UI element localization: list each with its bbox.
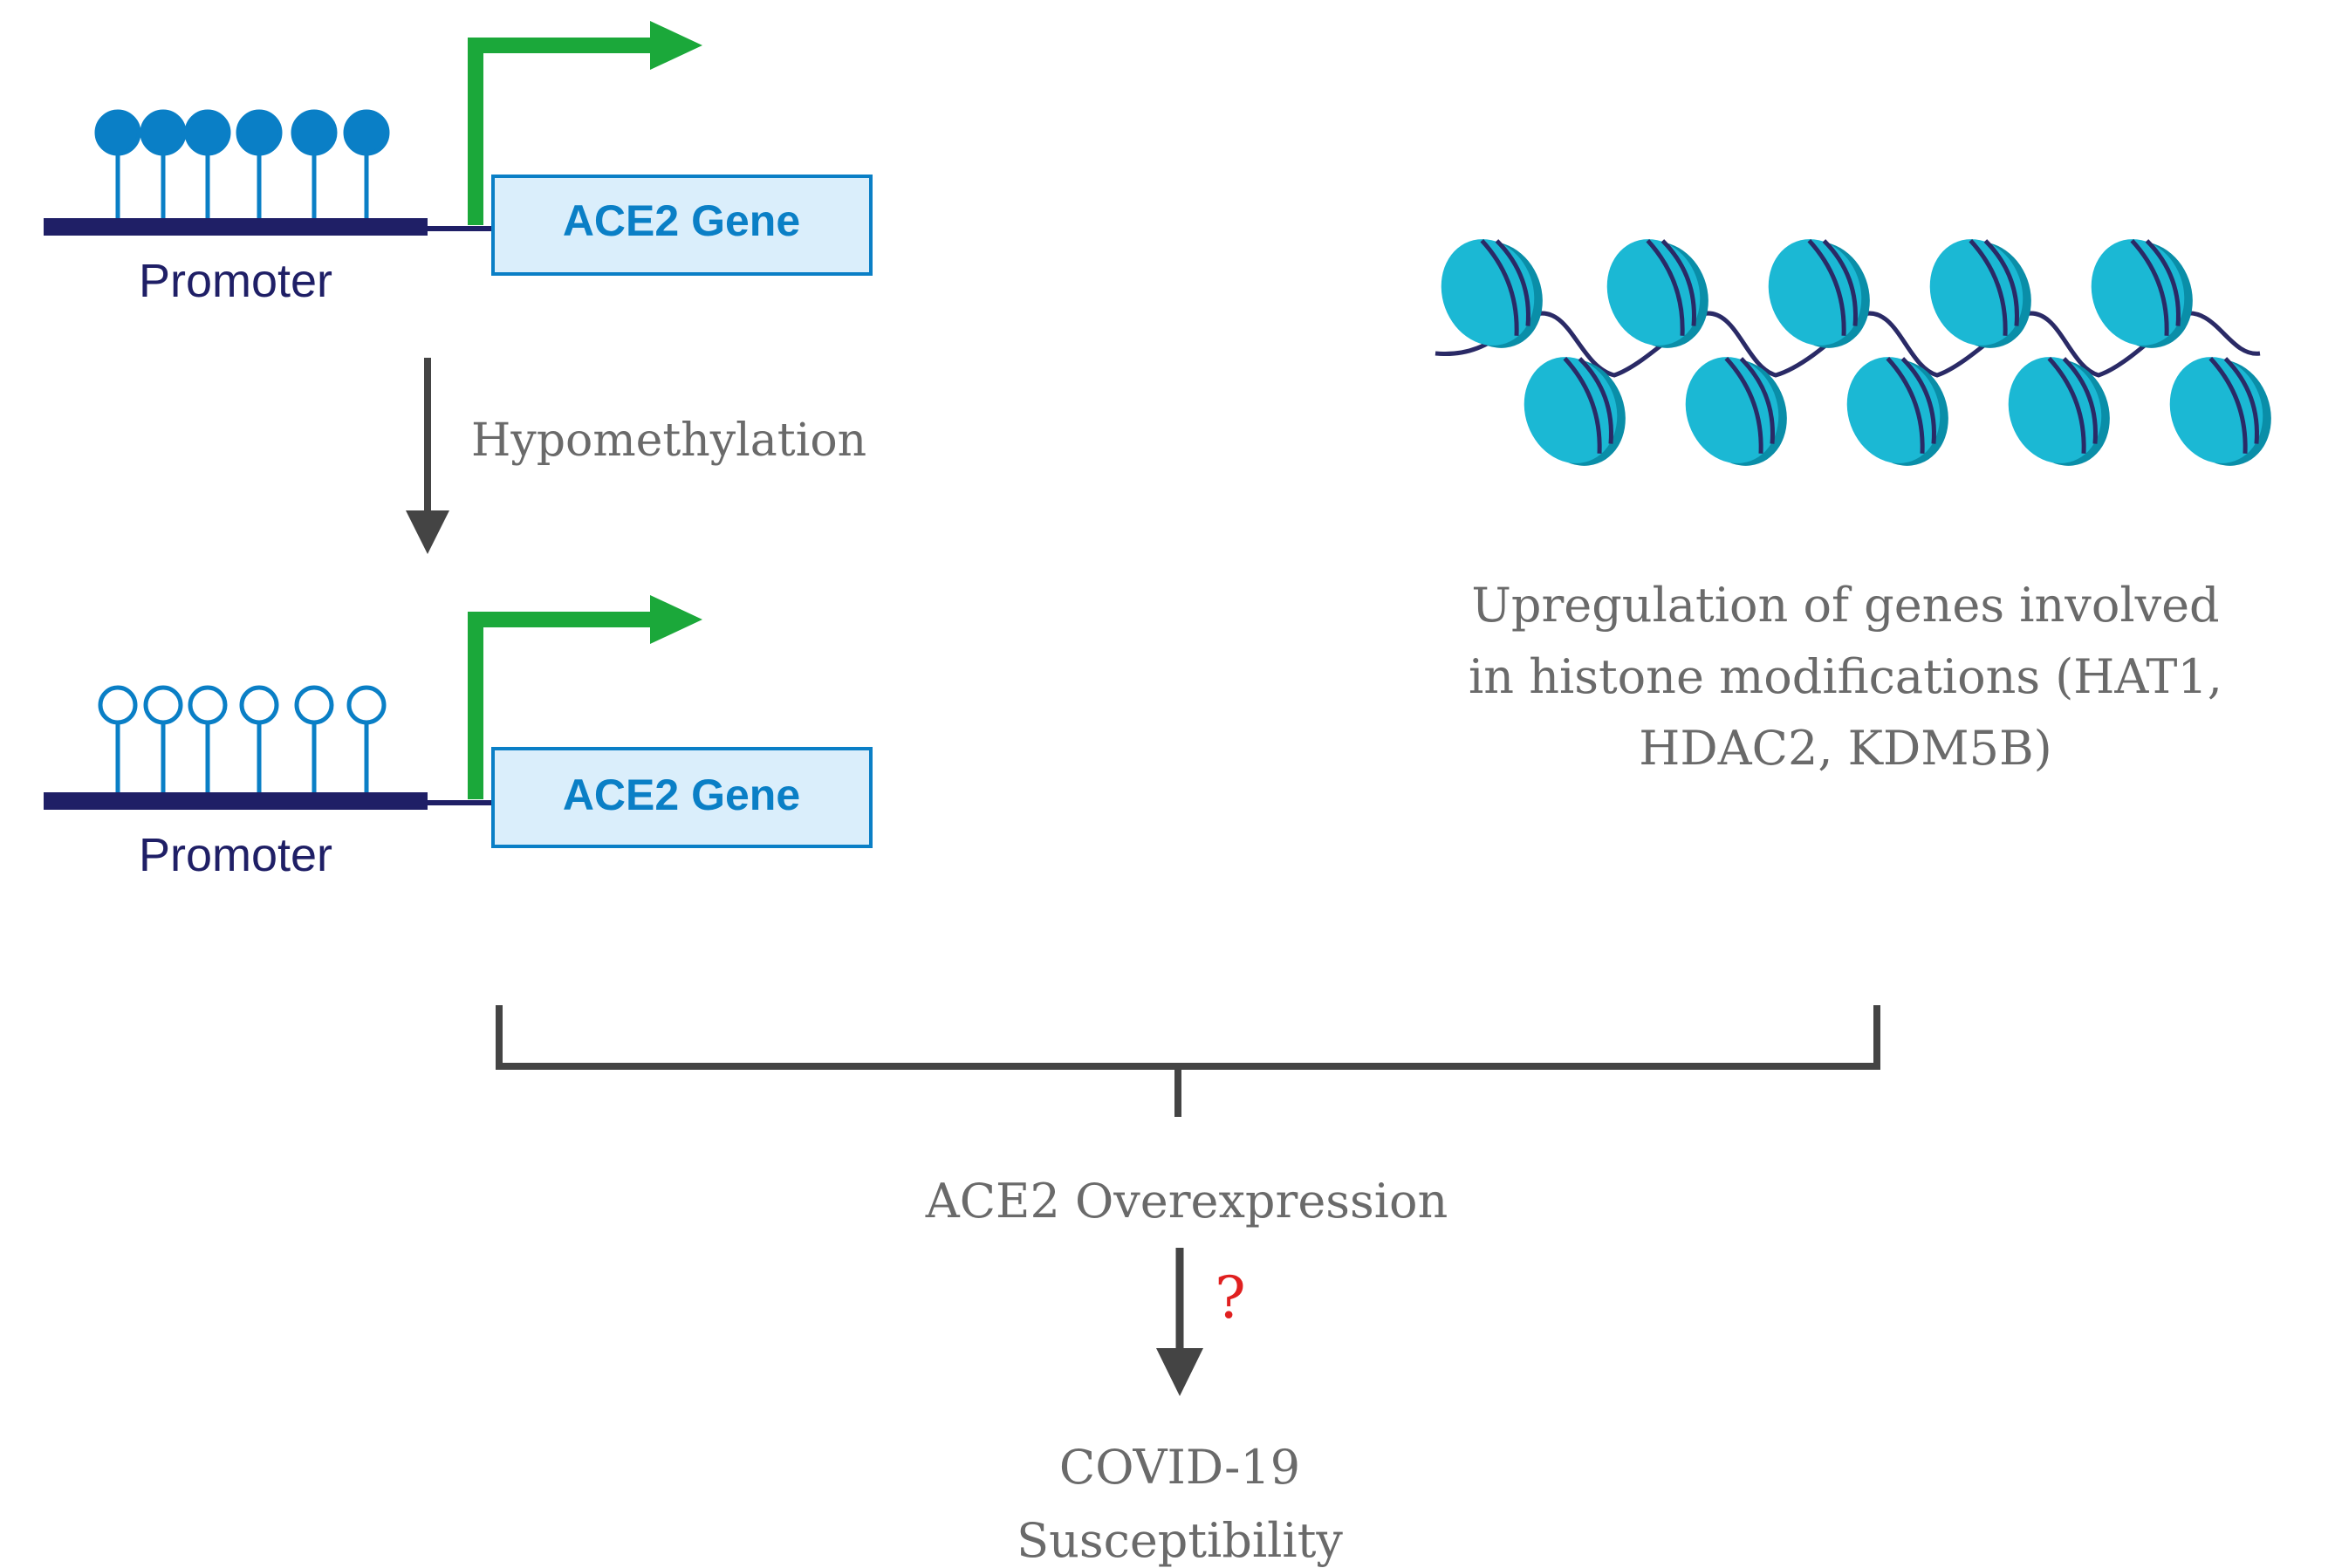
nucleosome xyxy=(1846,357,1948,466)
methylated-cpg-site-head xyxy=(94,109,141,156)
bottom-promoter-label: Promoter xyxy=(139,829,332,881)
nucleosome xyxy=(2091,239,2193,348)
susceptibility-arrowhead xyxy=(1156,1348,1203,1396)
methylated-cpg-site-head xyxy=(184,109,231,156)
covid-label-line-1: COVID-19 xyxy=(1059,1440,1300,1495)
susceptibility-arrow xyxy=(1156,1248,1203,1396)
nucleosome xyxy=(1685,357,1787,466)
hypomethylation-arrowhead xyxy=(406,510,449,554)
top-gene-construct: ACE2 Gene Promoter xyxy=(44,21,873,307)
uncertainty-question-mark: ? xyxy=(1215,1264,1245,1332)
unmethylated-cpg-site-head xyxy=(98,685,138,725)
nucleosome-chain xyxy=(1441,239,2271,466)
unmethylated-cpg-site-head xyxy=(143,685,183,725)
bottom-unmethylated-sites xyxy=(98,685,387,794)
merge-bracket xyxy=(496,1005,1880,1117)
nucleosome xyxy=(1606,239,1708,348)
covid-susceptibility-label: COVID-19 Susceptibility xyxy=(1017,1440,1343,1568)
unmethylated-cpg-site-head xyxy=(239,685,279,725)
methylated-cpg-site-head xyxy=(291,109,338,156)
top-methylation-sites xyxy=(94,109,390,220)
nucleosome xyxy=(2008,357,2110,466)
bottom-tss-arrow xyxy=(468,612,654,799)
unmethylated-cpg-site-head xyxy=(346,685,387,725)
histone-caption-line-2: in histone modifications (HAT1, xyxy=(1469,649,2222,704)
bottom-ace2-gene-label: ACE2 Gene xyxy=(563,770,800,819)
hypomethylation-transition: Hypomethylation xyxy=(406,358,866,554)
nucleosome xyxy=(1441,239,1543,348)
nucleosome xyxy=(2169,357,2271,466)
top-ace2-gene-label: ACE2 Gene xyxy=(563,196,800,245)
hypomethylation-label: Hypomethylation xyxy=(471,414,866,467)
nucleosome xyxy=(1524,357,1626,466)
unmethylated-cpg-site-head xyxy=(188,685,228,725)
methylated-cpg-site-head xyxy=(343,109,390,156)
nucleosome xyxy=(1929,239,2031,348)
bottom-gene-construct: ACE2 Gene Promoter xyxy=(44,595,873,881)
ace2-overexpression-label: ACE2 Overexpression xyxy=(925,1174,1448,1229)
methylated-cpg-site-head xyxy=(236,109,283,156)
histone-caption-line-3: HDAC2, KDM5B) xyxy=(1639,721,2051,776)
top-promoter-label: Promoter xyxy=(139,255,332,307)
bottom-tss-arrowhead xyxy=(650,595,702,644)
nucleosome xyxy=(1768,239,1870,348)
histone-caption: Upregulation of genes involved in histon… xyxy=(1469,578,2222,776)
bracket-line xyxy=(496,1005,1880,1070)
top-tss-arrowhead xyxy=(650,21,702,70)
covid-label-line-2: Susceptibility xyxy=(1017,1513,1343,1568)
top-tss-arrow xyxy=(468,38,654,225)
bottom-ace2-gene-box xyxy=(491,747,873,848)
top-ace2-gene-box xyxy=(491,175,873,276)
methylated-cpg-site-head xyxy=(140,109,187,156)
unmethylated-cpg-site-head xyxy=(294,685,334,725)
chromatin-fiber xyxy=(1435,239,2271,466)
histone-caption-line-1: Upregulation of genes involved xyxy=(1471,578,2219,633)
